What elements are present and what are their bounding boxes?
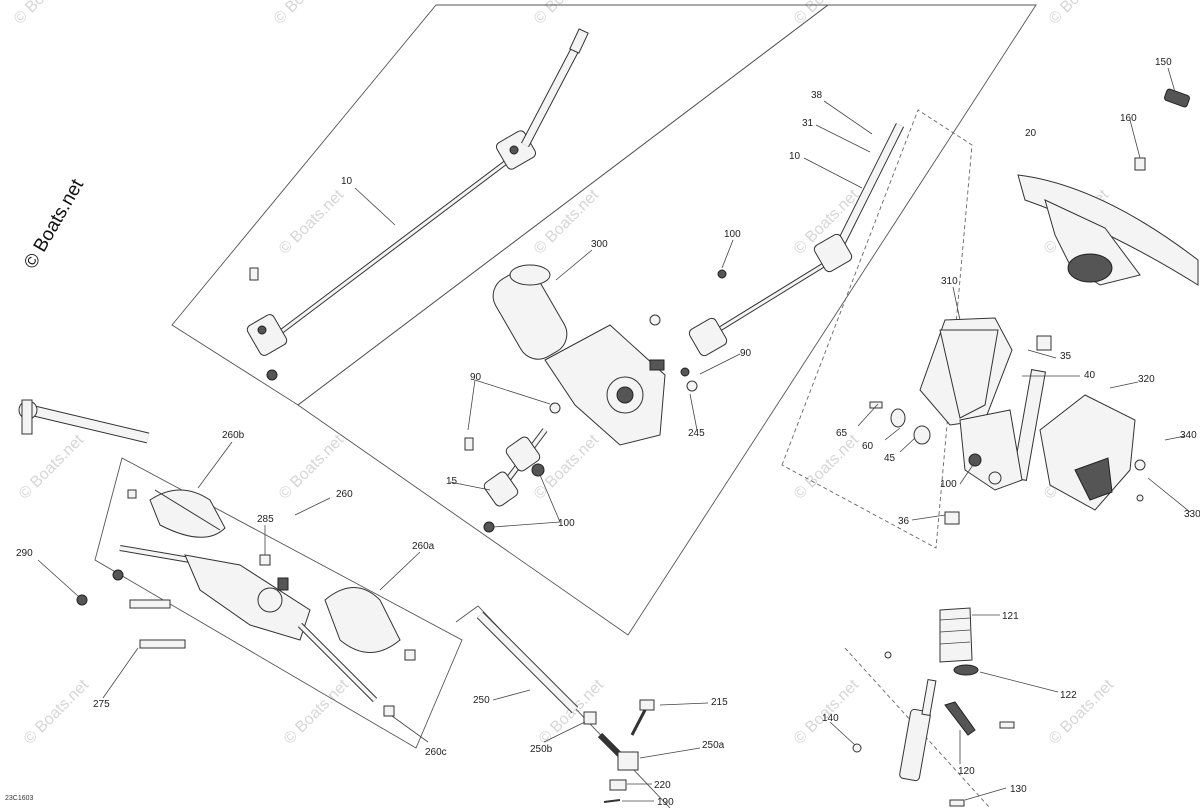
steering-wheel-cap bbox=[1164, 88, 1190, 108]
callout-35: 35 bbox=[1060, 351, 1072, 362]
callout-45: 45 bbox=[884, 453, 896, 464]
callout-15: 15 bbox=[446, 476, 458, 487]
nut bbox=[266, 369, 278, 381]
frame-rack bbox=[94, 457, 463, 749]
callout-100-shaft: 100 bbox=[724, 229, 741, 240]
callout-285: 285 bbox=[257, 514, 274, 525]
callout-215: 215 bbox=[711, 697, 728, 708]
watermark-text: © Boats.net bbox=[11, 0, 83, 28]
watermark-text: © Boats.net bbox=[1046, 676, 1118, 748]
power-steering-unit bbox=[492, 264, 666, 446]
callout-260: 260 bbox=[336, 489, 353, 500]
callout-100-ujoint: 100 bbox=[558, 518, 575, 529]
callout-250a: 250a bbox=[702, 740, 725, 751]
frame-tie-rod bbox=[455, 605, 671, 808]
callout-100-column: 100 bbox=[940, 479, 957, 490]
callout-31: 31 bbox=[802, 118, 814, 129]
callout-310: 310 bbox=[941, 276, 958, 287]
callout-150: 150 bbox=[1155, 57, 1172, 68]
callout-140: 140 bbox=[822, 713, 839, 724]
callout-260c: 260c bbox=[425, 747, 447, 758]
tie-rod-end-left bbox=[18, 399, 150, 444]
callout-260b: 260b bbox=[222, 430, 245, 441]
callout-120: 120 bbox=[958, 766, 975, 777]
callout-245: 245 bbox=[688, 428, 705, 439]
callout-290: 290 bbox=[16, 548, 33, 559]
callout-labels: 150 160 20 38 31 10 10 100 300 310 35 40… bbox=[16, 57, 1200, 808]
watermark-text: © Boats.net bbox=[791, 0, 863, 28]
callout-90-right: 90 bbox=[740, 348, 752, 359]
watermark-text: © Boats.net bbox=[531, 0, 603, 28]
watermark-text: © Boats.net bbox=[276, 186, 348, 258]
callout-20: 20 bbox=[1025, 128, 1037, 139]
watermark-text: © Boats.net bbox=[16, 431, 88, 503]
watermark-text: © Boats.net bbox=[791, 431, 863, 503]
callout-130: 130 bbox=[1010, 784, 1027, 795]
brand-watermark: © Boats.net bbox=[20, 175, 88, 272]
callout-250b: 250b bbox=[530, 744, 553, 755]
group-frames bbox=[94, 4, 1037, 808]
callout-121: 121 bbox=[1002, 611, 1019, 622]
callout-38: 38 bbox=[811, 90, 823, 101]
callout-90-left: 90 bbox=[470, 372, 482, 383]
frame-column-dashed bbox=[781, 109, 973, 549]
steering-u-joint bbox=[464, 428, 548, 533]
nut bbox=[1134, 157, 1146, 171]
callout-250: 250 bbox=[473, 695, 490, 706]
bolt bbox=[249, 267, 259, 281]
callout-320: 320 bbox=[1138, 374, 1155, 385]
steering-damper bbox=[852, 607, 1015, 807]
callout-10-lower: 10 bbox=[789, 151, 801, 162]
callout-330: 330 bbox=[1184, 509, 1200, 520]
watermark-text: © Boats.net bbox=[791, 676, 863, 748]
callout-10-upper: 10 bbox=[341, 176, 353, 187]
callout-220: 220 bbox=[654, 780, 671, 791]
tie-rod bbox=[476, 611, 655, 803]
watermark-text: © Boats.net bbox=[271, 0, 343, 28]
callout-190: 190 bbox=[657, 797, 674, 808]
callout-60: 60 bbox=[862, 441, 874, 452]
watermark-text: © Boats.net bbox=[1046, 0, 1118, 28]
callout-160: 160 bbox=[1120, 113, 1137, 124]
steering-column bbox=[869, 317, 1146, 525]
intermediate-shaft-upper bbox=[246, 28, 589, 381]
callout-340: 340 bbox=[1180, 430, 1197, 441]
callout-40: 40 bbox=[1084, 370, 1096, 381]
watermark-text: © Boats.net bbox=[21, 676, 93, 748]
callout-65: 65 bbox=[836, 428, 848, 439]
callout-275: 275 bbox=[93, 699, 110, 710]
intermediate-shaft-lower bbox=[680, 122, 905, 392]
leader-lines bbox=[37, 67, 1191, 802]
callout-122: 122 bbox=[1060, 690, 1077, 701]
frame-center bbox=[297, 4, 1037, 636]
diagram-code: 23C1603 bbox=[5, 795, 34, 802]
steering-rack bbox=[76, 489, 416, 717]
callout-300: 300 bbox=[591, 239, 608, 250]
callout-36: 36 bbox=[898, 516, 910, 527]
callout-260a: 260a bbox=[412, 541, 435, 552]
steering-wheel bbox=[1017, 88, 1199, 286]
watermark-text: © Boats.net bbox=[281, 676, 353, 748]
